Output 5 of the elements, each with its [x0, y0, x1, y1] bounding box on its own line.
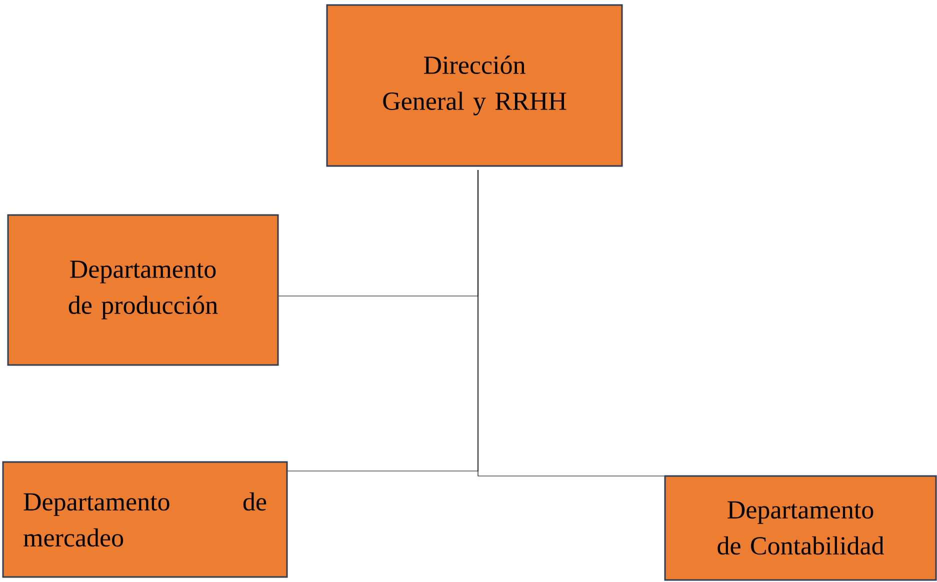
department-box: Dirección General y RRHH [326, 4, 623, 167]
department-box: Departamento de mercadeo [2, 461, 288, 578]
department-box: Departamento de producción [7, 214, 279, 366]
connector-line [478, 170, 665, 476]
department-box: Departamento de Contabilidad [664, 475, 937, 581]
